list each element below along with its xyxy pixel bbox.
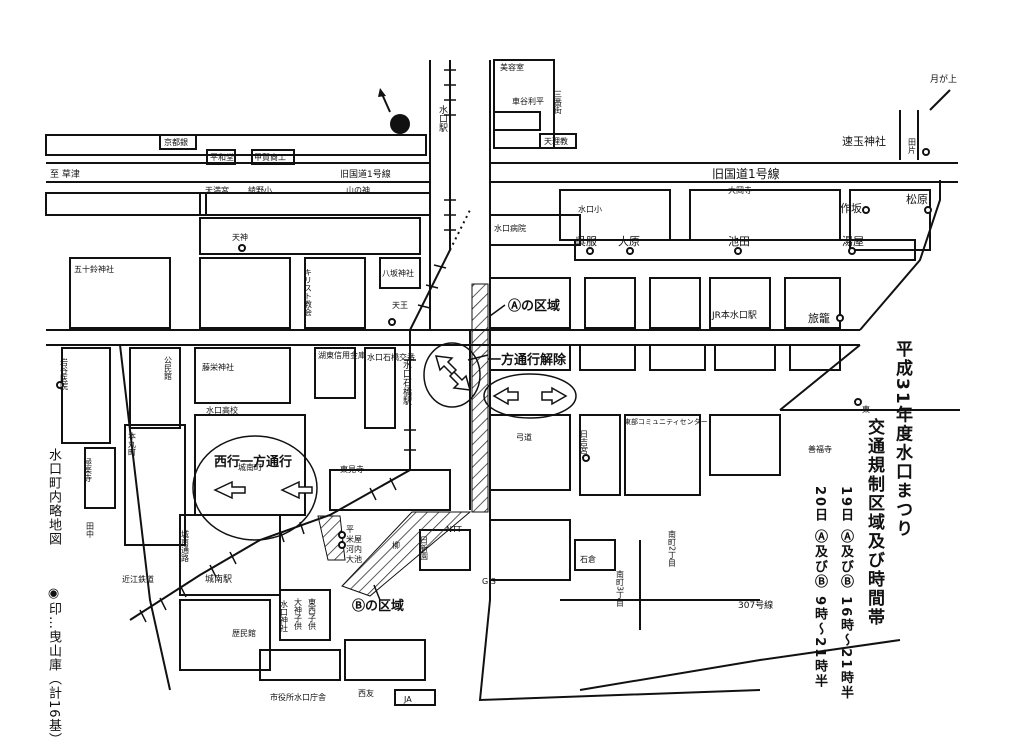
station-jonan: 城南駅	[205, 573, 232, 585]
label-yoneya: 米屋	[346, 534, 362, 544]
label-biyoshitsu: 美容室	[500, 62, 524, 72]
schedule-day20: 20日 Ⓐ及びⒷ 9時～21時半	[810, 486, 829, 689]
label-tenrikyo: 天理教	[544, 136, 568, 146]
label-tenjin: 天神	[232, 232, 248, 242]
legend-note: ◉印…曳山庫（計16基）	[44, 586, 63, 746]
station-minakuchi: 水口駅	[437, 104, 448, 133]
label-nishitomo: 西友	[358, 688, 374, 698]
label-minakuchi-koko: 水口高校	[206, 405, 238, 415]
label-hayatama: 速玉神社	[842, 134, 886, 148]
label-koto-shinkin: 湖東信用金庫	[318, 350, 366, 360]
label-minakuchi-ishi: 水口石橋交番	[367, 352, 415, 362]
label-ryokan: 旅籠	[808, 311, 830, 325]
label-jonan-street: 城南通路	[181, 530, 190, 562]
diag-arrow-down	[450, 372, 470, 390]
map-caption: 水口町内略地図	[44, 448, 63, 546]
label-kawachi: 河内	[346, 544, 362, 554]
label-oike: 大池	[346, 554, 362, 564]
label-ikeda: 池田	[728, 235, 750, 248]
label-yasaka: 八坂神社	[382, 268, 414, 278]
label-daitokuji: 大岡寺	[728, 185, 752, 195]
label-kyokai-rooms: 東西子供	[308, 597, 317, 631]
label-sakusaka: 作坂	[840, 202, 862, 215]
label-gofuku: 呉服	[575, 235, 597, 248]
label-isoji: 五十鈴神社	[74, 264, 114, 274]
label-yanagi: 柳	[392, 540, 400, 550]
label-ohara: 大原	[618, 234, 640, 248]
label-tanaka: 田中	[86, 522, 95, 539]
label-kurumaya: 車谷利平	[512, 96, 544, 106]
label-omi-railway: 近江鉄道	[122, 574, 154, 584]
label-yumi: 弓道	[516, 432, 532, 442]
label-honmaru: 本丸町	[128, 431, 137, 456]
zone-b-label: Ⓑの区域	[352, 598, 404, 614]
label-zenpukuji: 善福寺	[808, 444, 832, 454]
label-gokurakuji: 極楽寺	[84, 457, 93, 482]
label-rekimin: 歴民館	[232, 628, 256, 638]
label-tagata: 田片	[908, 138, 917, 155]
event-subtitle: 交通規制区域及び時間帯	[862, 418, 887, 627]
label-fujiei: 藤栄神社	[202, 362, 234, 372]
label-kirisuto: キリスト教会	[304, 268, 313, 317]
label-gs: G.S	[482, 577, 496, 586]
north-compass-icon	[378, 88, 410, 134]
east-west-arrow-right	[542, 388, 566, 404]
west-one-way-label: 西行一方通行	[214, 454, 292, 470]
label-minami3: 南町3丁目	[616, 569, 625, 608]
road-tsukigakami: 月が上	[930, 73, 957, 85]
west-arrow-2	[282, 482, 312, 498]
label-shiyakusho: 市役所水口庁舎	[270, 692, 326, 702]
label-minakuchi-sho: 水口小	[578, 204, 602, 214]
road-route307: 307号線	[738, 599, 773, 611]
label-sanbangai: 三番街	[554, 90, 563, 115]
label-kominkan: 公民館	[164, 356, 173, 381]
label-tenno: 天王	[392, 301, 408, 310]
event-title: 平成31年度水口まつり	[890, 340, 915, 539]
label-matsubara: 松原	[906, 192, 928, 206]
label-east-community: 東部コミュニティセンター	[624, 417, 708, 426]
label-ayano: 綾野小	[248, 185, 272, 195]
station-ishibashi: 水口石橋駅	[401, 359, 412, 406]
label-ishikura: 石倉	[580, 554, 596, 564]
station-jr-honminakuchi: JR本水口駅	[711, 309, 757, 321]
label-iwatani: 岩谷医院	[60, 357, 69, 391]
label-hirano: 平	[346, 525, 354, 534]
road-route1-right: 旧国道1号線	[712, 166, 780, 181]
label-higashimi: 東見寺	[340, 464, 364, 474]
label-minakuchi-jinja: 水口神社	[280, 599, 289, 633]
label-hiyoshi: 日吉宮	[580, 430, 589, 455]
label-higashi: 東	[862, 404, 870, 414]
hikiyama-markers	[57, 149, 931, 548]
label-heiwado: 平和堂	[210, 152, 234, 162]
label-koga-shoko: 甲賀商工	[254, 152, 286, 162]
label-yuya: 湯屋	[842, 235, 864, 248]
label-tenmangu: 天満宮	[205, 185, 229, 195]
label-yamanokami: 山の神	[346, 185, 370, 195]
label-ntt: NTT	[446, 525, 462, 534]
schedule-day19: 19日 Ⓐ及びⒷ 16時～21時半	[836, 486, 855, 700]
diag-arrow-up	[436, 356, 456, 374]
zone-a-pointer	[490, 305, 505, 316]
road-route1-left: 旧国道1号線	[340, 168, 391, 180]
west-arrow-1	[215, 482, 245, 498]
zone-a-label: Ⓐの区域	[508, 298, 560, 314]
east-west-arrow-left	[494, 388, 518, 404]
label-hinode: 日新園	[420, 536, 429, 561]
label-minakuchi-byoin: 水口病院	[494, 223, 526, 233]
road-kusatsu: 至 草津	[50, 168, 80, 180]
label-okami: 大神子供	[294, 597, 303, 631]
one-way-lifted-label: 一方通行解除	[488, 352, 567, 368]
label-kyotogin: 京都銀	[164, 137, 188, 147]
label-ja: JA	[403, 695, 412, 704]
label-minami2: 南町2丁目	[668, 529, 677, 568]
